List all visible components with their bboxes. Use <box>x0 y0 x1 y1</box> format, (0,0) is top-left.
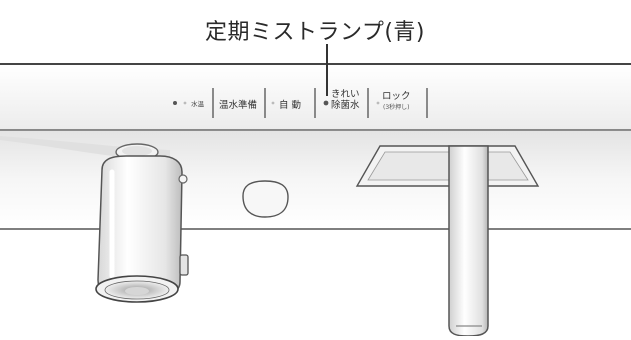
callout: 定期ミストランプ(青) <box>0 0 631 96</box>
label-clean-line2: 除菌水 <box>331 100 360 111</box>
label-warm-water: 水温 <box>191 100 204 108</box>
lamp-lock <box>376 101 380 105</box>
callout-title: 定期ミストランプ(青) <box>205 20 426 45</box>
label-lock-text: ロック <box>382 91 411 102</box>
label-lock[interactable]: ロック (3秒押し) <box>382 91 411 113</box>
lamp-warm-water-1 <box>173 101 177 105</box>
lamp-clean-sterilized <box>323 100 329 106</box>
lamp-auto <box>271 101 275 105</box>
middle-knob <box>242 180 289 218</box>
label-clean-line1: きれい <box>331 89 360 100</box>
spray-head-center <box>125 287 149 295</box>
nozzle-side-clip <box>179 254 189 276</box>
leader-line <box>326 44 328 96</box>
nozzle-side-dot <box>178 174 188 184</box>
label-hot-water-prep[interactable]: 温水準備 <box>219 100 258 111</box>
label-clean-sterilized[interactable]: きれい 除菌水 <box>331 89 360 111</box>
vertical-pipe <box>448 145 489 337</box>
lamp-warm-water-2 <box>183 101 187 105</box>
slot-inner <box>367 151 529 181</box>
label-lock-subtext: (3秒押し) <box>383 104 410 111</box>
label-auto[interactable]: 自 動 <box>279 100 302 111</box>
rear-button-inner <box>122 146 152 156</box>
